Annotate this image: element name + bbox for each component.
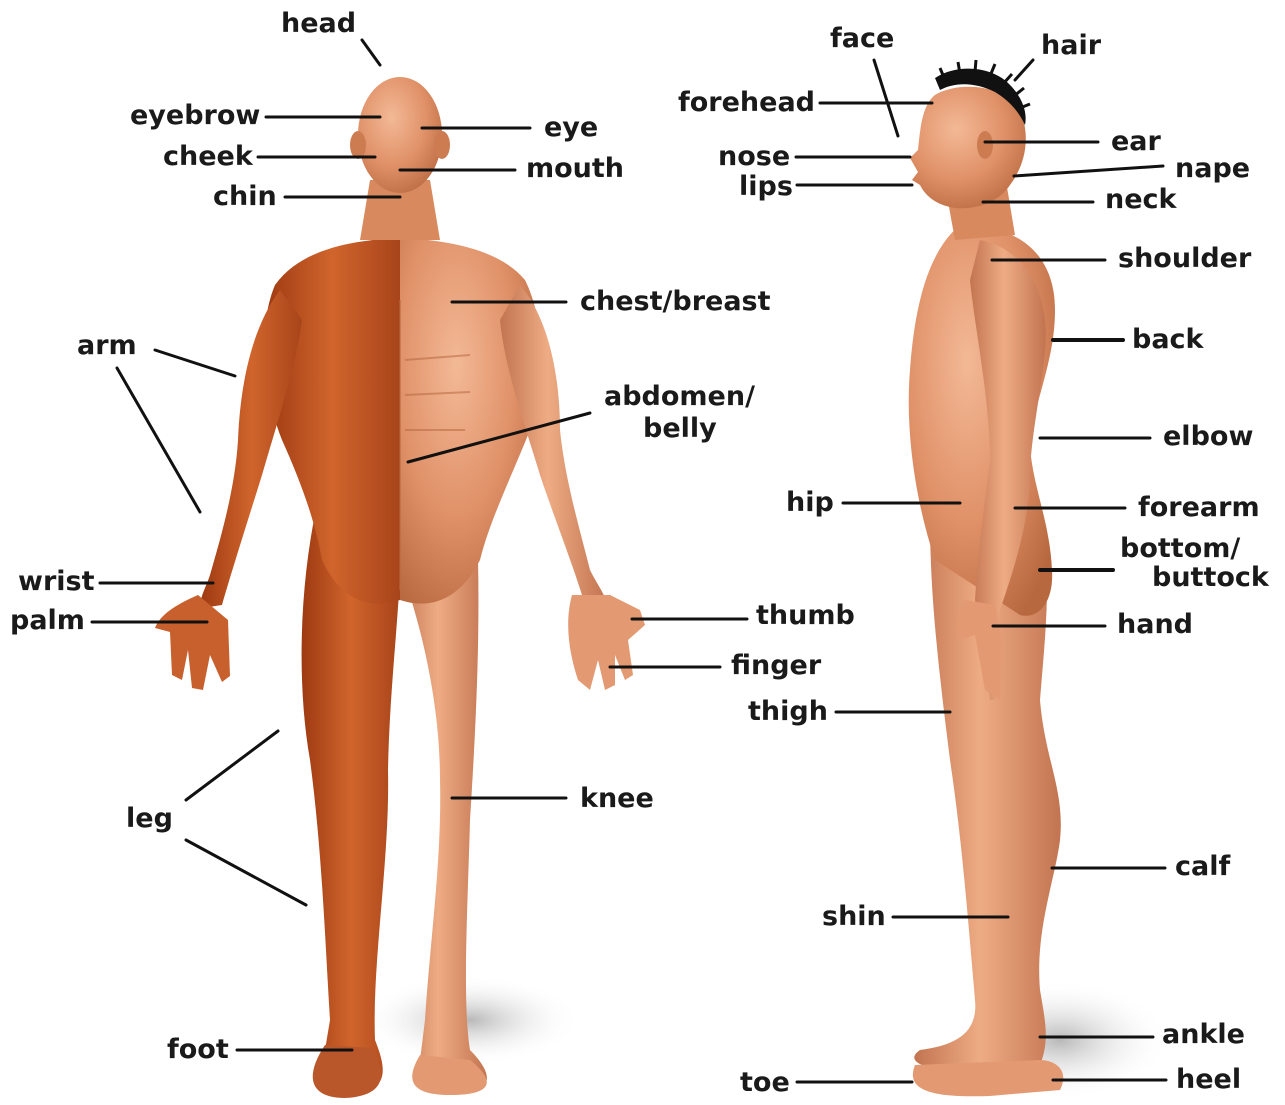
label-hip: hip <box>786 489 834 516</box>
label-hair: hair <box>1041 32 1101 59</box>
label-thigh: thigh <box>748 698 828 725</box>
label-leg: leg <box>126 805 173 832</box>
label-face: face <box>830 25 894 52</box>
label-eye: eye <box>544 114 598 141</box>
label-calf: calf <box>1175 853 1230 880</box>
label-nape: nape <box>1175 155 1250 182</box>
label-wrist: wrist <box>18 568 95 595</box>
label-head: head <box>281 10 356 37</box>
label-shin: shin <box>822 903 886 930</box>
label-lips: lips <box>739 173 793 200</box>
label-cheek: cheek <box>163 143 253 170</box>
label-back: back <box>1132 326 1204 353</box>
label-ear: ear <box>1111 128 1161 155</box>
label-hand: hand <box>1117 611 1193 638</box>
label-chest: chest/breast <box>580 288 771 315</box>
label-ankle: ankle <box>1162 1021 1245 1048</box>
label-mouth: mouth <box>526 155 624 182</box>
label-forearm: forearm <box>1138 494 1260 521</box>
label-elbow: elbow <box>1163 423 1253 450</box>
label-toe: toe <box>740 1069 790 1096</box>
label-nose: nose <box>718 143 790 170</box>
label-eyebrow: eyebrow <box>130 102 260 129</box>
label-bottom-2: buttock <box>1152 564 1269 591</box>
label-abdomen-2: belly <box>643 415 717 442</box>
label-foot: foot <box>167 1036 229 1063</box>
label-heel: heel <box>1176 1066 1241 1093</box>
label-arm: arm <box>77 332 137 359</box>
label-neck: neck <box>1105 186 1177 213</box>
label-abdomen-1: abdomen/ <box>604 383 755 410</box>
label-knee: knee <box>580 785 654 812</box>
label-palm: palm <box>10 607 85 634</box>
label-finger: finger <box>731 652 821 679</box>
label-chin: chin <box>213 183 277 210</box>
label-forehead: forehead <box>678 89 815 116</box>
label-shoulder: shoulder <box>1118 245 1251 272</box>
label-bottom-1: bottom/ <box>1120 535 1240 562</box>
label-thumb: thumb <box>756 602 855 629</box>
